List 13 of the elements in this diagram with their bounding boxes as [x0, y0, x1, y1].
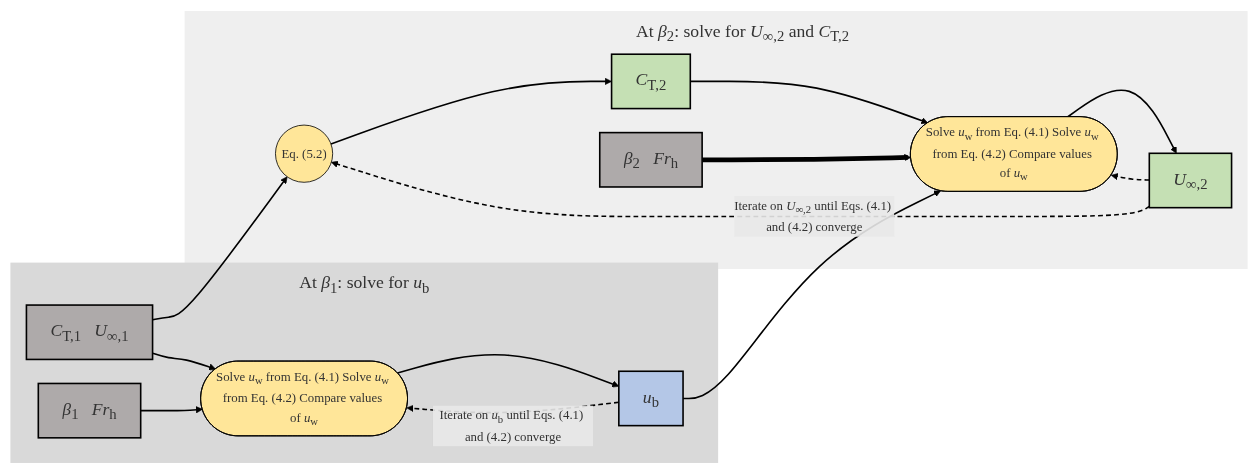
node-box: C$_{T,2}$ [610, 53, 692, 110]
arrow [330, 77, 612, 145]
arrow [1066, 89, 1177, 154]
node-box: β$_{2}$ Fr$_{h}$ [598, 131, 703, 188]
node-box: u$_{b}$ [618, 370, 684, 427]
node-box: β$_{1}$ Fr$_{h}$ [37, 382, 142, 439]
arrow [702, 154, 912, 163]
node-circle: Eq. (5.2) [275, 124, 334, 183]
edge-label: Iterate on U$_{∞,2}$ until Eqs. (4.1) and (4.2) converge [734, 198, 892, 234]
edge-label: Iterate on u$_{b}$ until Eqs. (4.1) and (4.2) converge [439, 408, 584, 444]
node-box: U$_{∞,2}$ [1148, 152, 1233, 209]
arrow [331, 160, 1151, 218]
node-box: C$_{T,1}$ U$_{∞,1}$ [25, 304, 154, 361]
